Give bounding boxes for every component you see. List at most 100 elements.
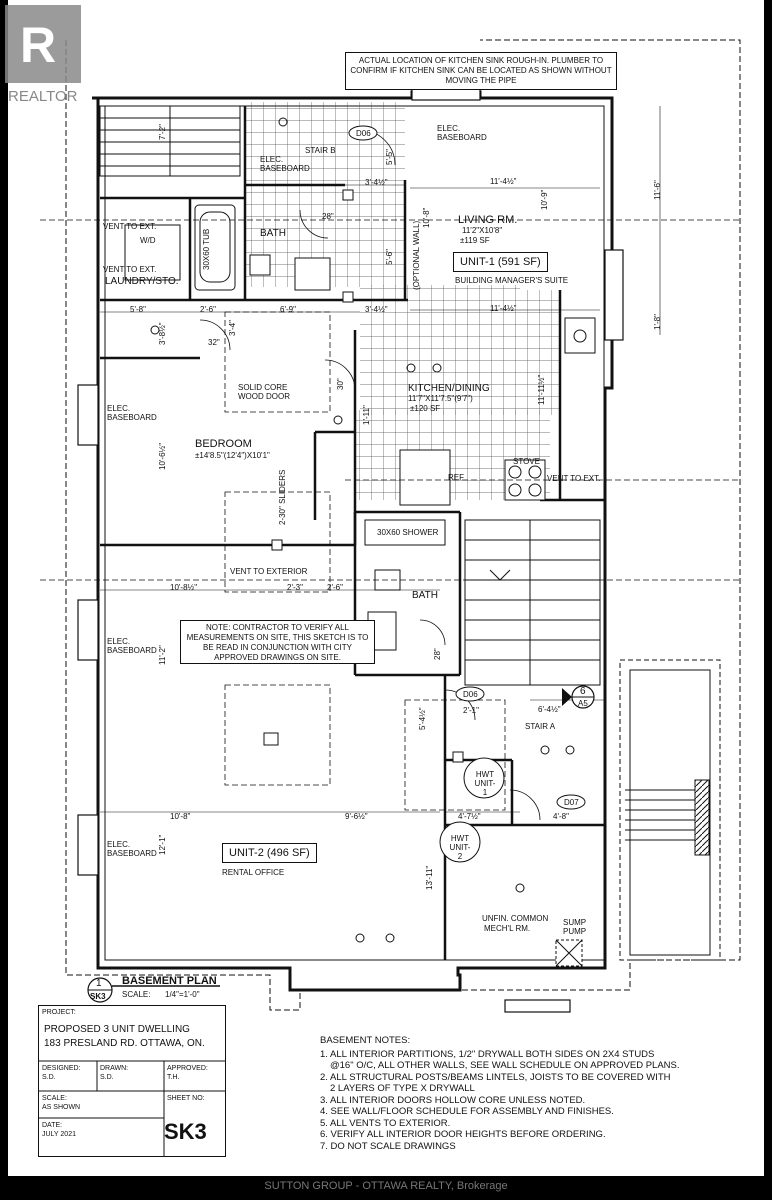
sheet-label: SHEET NO: xyxy=(167,1095,205,1102)
realtor-watermark: REALTOR xyxy=(8,88,78,105)
dim-9: 11'-4½" xyxy=(490,304,517,313)
notes-heading: BASEMENT NOTES: xyxy=(320,1035,411,1046)
living-room-area: ±119 SF xyxy=(460,236,490,245)
door-tag-d06a: D06 xyxy=(356,129,371,138)
note-line: 7. DO NOT SCALE DRAWINGS xyxy=(320,1140,456,1152)
dim-33: 5'-6" xyxy=(385,249,394,265)
elec-baseboard-1: ELEC. BASEBOARD xyxy=(260,155,310,173)
designed-value: S.D. xyxy=(42,1074,56,1081)
tub-label: 30X60 TUB xyxy=(202,228,211,270)
dim-20: 9'-6½" xyxy=(345,812,368,821)
vent-ext-1: VENT TO EXT. xyxy=(103,222,157,231)
brokerage-watermark: SUTTON GROUP - OTTAWA REALTY, Brokerage xyxy=(264,1180,508,1192)
note-line: 1. ALL INTERIOR PARTITIONS, 1/2" DRYWALL… xyxy=(320,1048,655,1060)
svg-text:R: R xyxy=(20,17,56,73)
sheet-number: SK3 xyxy=(164,1119,207,1144)
dim-14: 10'-6½" xyxy=(158,442,167,470)
approved-label: APPROVED: xyxy=(167,1065,208,1072)
washer-dryer-label: W/D xyxy=(140,236,156,245)
ref-label: REF xyxy=(448,473,464,482)
mech-room-name1: UNFIN. COMMON xyxy=(482,914,549,923)
project-name: PROPOSED 3 UNIT DWELLING xyxy=(44,1024,190,1035)
section-number: 6 xyxy=(580,686,586,697)
dim-10: 1'-8" xyxy=(653,314,662,330)
dim-31: 2'-1" xyxy=(463,706,479,715)
plan-title: BASEMENT PLAN xyxy=(122,975,217,987)
section-sheet: A5 xyxy=(578,699,588,708)
date-label: DATE: xyxy=(42,1122,63,1129)
dim-35: 28" xyxy=(322,212,334,221)
dim-8: 3'-4½" xyxy=(365,305,388,314)
dim-2: 11'-6" xyxy=(653,180,662,200)
basement-notes: BASEMENT NOTES: 1. ALL INTERIOR PARTITIO… xyxy=(320,1035,740,1152)
shower-label: 30X60 SHOWER xyxy=(377,528,439,537)
laundry-label: LAUNDRY/STO. xyxy=(105,276,179,287)
dim-16: 2'-3" xyxy=(287,583,303,592)
dim-27: 28" xyxy=(433,648,442,660)
scale-value: AS SHOWN xyxy=(42,1104,81,1111)
note-line: 4. SEE WALL/FLOOR SCHEDULE FOR ASSEMBLY … xyxy=(320,1106,614,1117)
dim-29: 11'-11½" xyxy=(537,374,546,405)
dim-26: 5'-4½" xyxy=(418,707,427,730)
unit2-subtitle: RENTAL OFFICE xyxy=(222,868,285,877)
drawn-label: DRAWN: xyxy=(100,1065,129,1072)
hwt-unit1-label: HWT UNIT-1 xyxy=(474,770,496,797)
plan-scale: 1/4"=1'-0" xyxy=(165,990,200,999)
title-block-grid xyxy=(39,1060,225,1156)
hwt-unit2-label: HWT UNIT-2 xyxy=(449,834,471,861)
living-room-dims: 11'2"X10'8" xyxy=(462,226,503,235)
note-line: 2. ALL STRUCTURAL POSTS/BEAMS LINTELS, J… xyxy=(320,1071,671,1083)
dim-12: 32" xyxy=(208,338,220,347)
elec-baseboard-5: ELEC. BASEBOARD xyxy=(107,840,157,858)
date-value: JULY 2021 xyxy=(42,1131,76,1138)
vent-to-exterior: VENT TO EXTERIOR xyxy=(230,567,308,576)
living-room-name: LIVING RM. xyxy=(458,214,518,226)
project-label: PROJECT: xyxy=(42,1009,76,1016)
dim-13: 30" xyxy=(336,378,345,390)
note-line: 5. ALL VENTS TO EXTERIOR. xyxy=(320,1117,451,1129)
sump-pump-label: SUMP PUMP xyxy=(563,918,587,936)
designed-label: DESIGNED: xyxy=(42,1065,81,1072)
dim-4: 10'-9" xyxy=(540,189,549,210)
stove-label: STOVE xyxy=(513,457,540,466)
note-line: 3. ALL INTERIOR DOORS HOLLOW CORE UNLESS… xyxy=(320,1094,586,1106)
dim-17: 2'-6" xyxy=(327,583,343,592)
mech-room-name2: MECH'L RM. xyxy=(484,924,531,933)
stair-b-label: STAIR B xyxy=(305,146,336,155)
elec-baseboard-4: ELEC. BASEBOARD xyxy=(107,637,157,655)
bedroom-name: BEDROOM xyxy=(195,438,252,450)
scale-label: SCALE: xyxy=(42,1095,67,1102)
dim-36: 7'-2" xyxy=(158,124,167,140)
dim-5: 5'-8" xyxy=(130,305,146,314)
title-block: PROJECT: PROPOSED 3 UNIT DWELLING 183 PR… xyxy=(38,1005,226,1157)
kitchen-area: ±120 SF xyxy=(410,404,441,413)
project-address: 183 PRESLAND RD. OTTAWA, ON. xyxy=(44,1038,205,1049)
bedroom-dims: ±14'8.5"(12'4")X10'1" xyxy=(195,451,270,460)
bath1-label: BATH xyxy=(260,228,286,239)
dim-6: 2'-6" xyxy=(200,305,216,314)
solid-door-label: SOLID CORE WOOD DOOR xyxy=(238,383,290,401)
unit2-label: UNIT-2 (496 SF) xyxy=(222,843,317,863)
kitchen-sink-note: ACTUAL LOCATION OF KITCHEN SINK ROUGH-IN… xyxy=(345,52,617,90)
dim-11: 3'-4" xyxy=(228,320,237,336)
elec-baseboard-2: ELEC. BASEBOARD xyxy=(437,124,487,142)
elec-baseboard-3: ELEC. BASEBOARD xyxy=(107,404,157,422)
dim-7: 6'-9" xyxy=(280,305,296,314)
note-line: @16" O/C, ALL OTHER WALLS, SEE WALL SCHE… xyxy=(330,1060,680,1071)
dim-18: 11'-2" xyxy=(158,645,167,665)
plan-scale-label: SCALE: xyxy=(122,990,151,999)
drawn-value: S.D. xyxy=(100,1074,114,1081)
bath2-label: BATH xyxy=(412,590,438,601)
kitchen-name: KITCHEN/DINING xyxy=(408,383,490,394)
dim-1: 11'-4½" xyxy=(490,177,517,186)
door-tag-d06b: D06 xyxy=(463,690,478,699)
plan-sheet-ref: SK3 xyxy=(90,992,106,1001)
dim-24: 13'-11" xyxy=(425,865,434,890)
dim-34: 3'-4½" xyxy=(365,178,388,187)
dim-3: 10'-8" xyxy=(422,207,431,228)
kitchen-dims: 11'7"X11'7.5"(9'7") xyxy=(408,394,473,403)
optional-wall-label: (OPTIONAL WALL) xyxy=(412,220,421,290)
note-line: 2 LAYERS OF TYPE X DRYWALL xyxy=(330,1083,475,1094)
dim-23: 12'-1" xyxy=(158,834,167,855)
vent-ext-2: VENT TO EXT. xyxy=(103,265,157,274)
